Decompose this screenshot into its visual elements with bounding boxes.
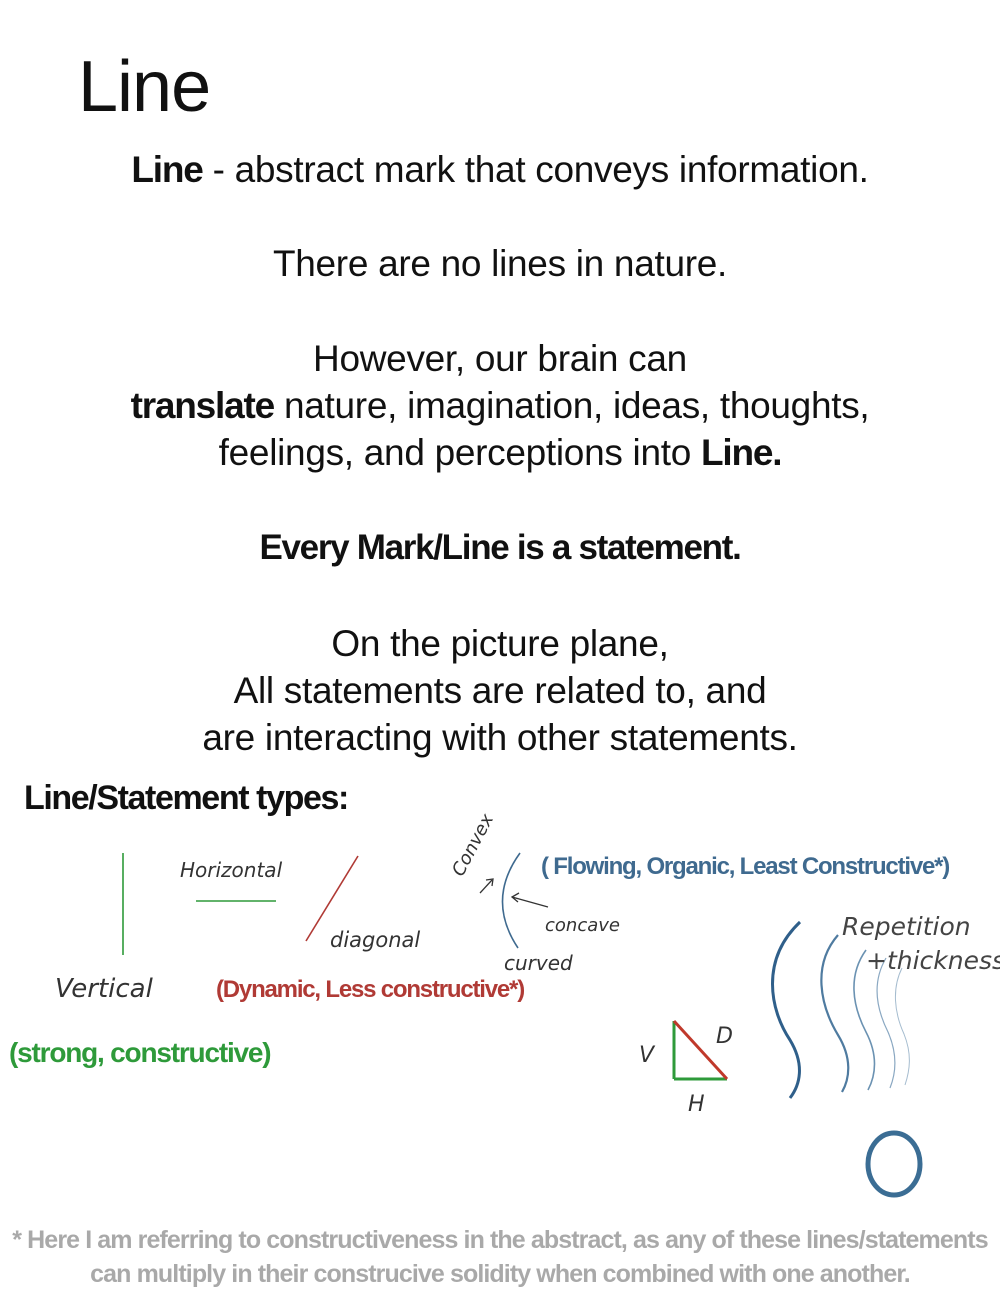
repetition-curve-2 (820, 934, 850, 1093)
types-heading: Line/Statement types: (24, 779, 349, 817)
picture-plane-line-1: On the picture plane, (331, 623, 669, 664)
no-lines-text: There are no lines in nature. (272, 243, 728, 284)
however-line-2-text: nature, imagination, ideas, thoughts, (274, 385, 870, 426)
statement-heading: Every Mark/Line is a statement. (259, 528, 741, 567)
triangle-d-label: D (716, 1024, 733, 1049)
horizontal-label: Horizontal (180, 858, 283, 882)
line-word: Line. (700, 432, 783, 473)
repetition-curve-5 (894, 967, 910, 1086)
triangle-v-label: V (639, 1043, 655, 1068)
picture-plane-line-3: are interacting with other statements. (202, 717, 798, 758)
concave-arrow (511, 896, 549, 908)
strong-note: (strong, constructive) (9, 1037, 272, 1068)
curved-label: curved (504, 951, 573, 975)
however-line-3-text: feelings, and perceptions into (218, 432, 701, 473)
translate-word: translate (130, 385, 276, 426)
however-line-3: feelings, and perceptions into Line. (0, 429, 1000, 476)
repetition-curve-4 (876, 957, 896, 1089)
however-line-1: However, our brain can (313, 338, 687, 379)
circle-sketch (865, 1130, 923, 1198)
definition-line: Line - abstract mark that conveys inform… (0, 146, 1000, 193)
definition-term: Line (131, 149, 203, 190)
repetition-label: Repetition (842, 912, 971, 941)
triangle-h-label: H (688, 1092, 705, 1117)
diagonal-line-sketch (305, 855, 359, 942)
footnote-line-2: can multiply in their construcive solidi… (90, 1260, 911, 1288)
dynamic-note: (Dynamic, Less constructive*) (216, 976, 525, 1003)
picture-plane-line-2: All statements are related to, and (233, 670, 767, 711)
repetition-curve-1 (771, 920, 802, 1099)
footnote-line-1: * Here I am referring to constructivenes… (12, 1226, 988, 1254)
flowing-note: ( Flowing, Organic, Least Constructive*) (541, 853, 950, 880)
triangle-diagonal-side (672, 1019, 729, 1081)
page-title: Line (78, 47, 211, 127)
repetition-curve-3 (853, 949, 876, 1091)
convex-arrow (479, 879, 493, 894)
vertical-label: Vertical (55, 974, 153, 1004)
definition-text: - abstract mark that conveys information… (202, 149, 869, 190)
diagonal-label: diagonal (330, 928, 421, 952)
concave-label: concave (545, 915, 620, 936)
curved-line-sketch (501, 852, 521, 949)
however-line-2: translate nature, imagination, ideas, th… (0, 382, 1000, 429)
thickness-label: +thickness (866, 946, 1000, 975)
